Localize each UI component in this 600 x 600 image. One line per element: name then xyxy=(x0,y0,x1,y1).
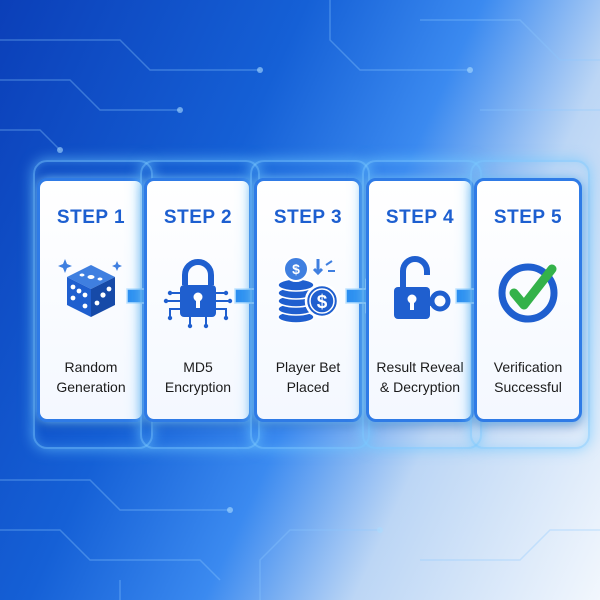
checkmark-circle-icon xyxy=(488,251,568,331)
padlock-circuit-icon xyxy=(158,251,238,331)
unlocked-padlock-key-icon xyxy=(380,251,460,331)
step-caption-line: Encryption xyxy=(164,379,232,395)
step-caption-line: Generation xyxy=(56,379,126,395)
step-title: STEP 3 xyxy=(273,207,343,228)
svg-text:$: $ xyxy=(317,292,328,313)
step-caption-line: Placed xyxy=(286,379,330,395)
step-caption-line: Random xyxy=(64,359,118,375)
step-glow-frame xyxy=(470,160,590,449)
step-title: STEP 4 xyxy=(385,207,455,228)
step-caption-line: Successful xyxy=(494,379,562,395)
step-caption-line: Player Bet xyxy=(275,359,341,375)
svg-text:$: $ xyxy=(292,261,300,277)
coin-stack-dollar-icon: $ $ xyxy=(268,251,348,331)
step-title: STEP 2 xyxy=(163,207,233,228)
step-caption-line: MD5 xyxy=(183,359,213,375)
step-title: STEP 1 xyxy=(56,207,126,228)
step-caption-line: Result Reveal xyxy=(376,359,464,375)
step-caption: Result Reveal & Decryption xyxy=(371,357,469,397)
step-title: STEP 5 xyxy=(493,207,563,228)
step-caption-line: Verification xyxy=(493,359,563,375)
step-caption-line: & Decryption xyxy=(379,379,461,395)
dice-icon xyxy=(51,251,131,331)
